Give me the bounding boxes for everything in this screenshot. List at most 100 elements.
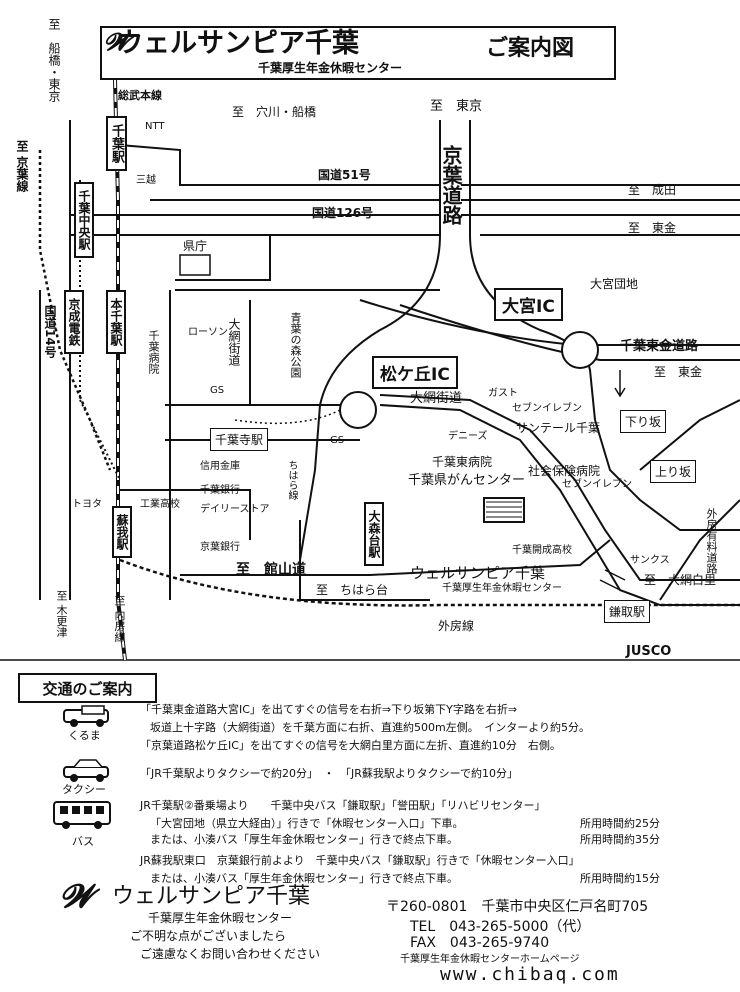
label-to-anagawa: 至 穴川・船橋 xyxy=(232,105,317,119)
page-title: ウェルサンピア千葉 xyxy=(116,28,359,59)
road-east-1 xyxy=(594,419,740,531)
bus-text-4: JR蘇我駅東口 京葉銀行前よより 千葉中央バス「鎌取駅」行きで「休暇センター入口… xyxy=(140,854,580,867)
label-route-126: 国道126号 xyxy=(312,206,374,220)
station-kamatori: 鎌取駅 xyxy=(604,600,651,623)
road-c xyxy=(120,489,251,540)
label-dennys: デニーズ xyxy=(448,431,488,442)
access-header: 交通のご案内 xyxy=(18,673,157,703)
page-title-suffix: ご案内図 xyxy=(486,36,575,61)
logo-mark: 𝓦 xyxy=(104,27,130,56)
taxi-icon xyxy=(63,759,109,782)
bus-time-2: 所用時間約35分 xyxy=(580,833,660,846)
matsugaoka-ic-circle xyxy=(339,391,377,429)
car-icon xyxy=(63,705,109,727)
label-to-funabashi: 至 船橋・東京 xyxy=(47,18,61,102)
station-chiba-chuo: 千葉中央駅 xyxy=(74,182,94,258)
label-daily: デイリーストア xyxy=(200,504,270,515)
label-shakai: 社会保険病院 xyxy=(528,464,601,478)
label-lawson: ローソン xyxy=(188,327,228,338)
label-gast: ガスト xyxy=(488,388,518,399)
bus-text-3: または、小湊バス「厚生年金休暇センター」行きで終点下車。 xyxy=(150,833,458,846)
road-east-3 xyxy=(659,499,740,601)
matsugaoka-ic-label: 松ケ丘IC xyxy=(372,356,458,389)
label-kudarizaka: 下り坂 xyxy=(620,410,667,433)
label-to-chihara: 至 ちはら台 xyxy=(316,583,389,597)
bus-text-2: 「大宮団地（県立大経由）」行きで「休暇センター入口」下車。 xyxy=(150,817,464,830)
car-text-2: 坂道上十字路（大網街道）を千葉方面に右折、直進約500m左側。 インターより約5… xyxy=(150,721,590,734)
title-frame xyxy=(100,26,616,80)
title-center-name: 千葉厚生年金休暇センター xyxy=(258,61,403,75)
footer-fax: FAX 043-265-9740 xyxy=(410,935,550,951)
footer-homepage-label: 千葉厚生年金休暇センターホームページ xyxy=(400,954,580,965)
bus-text-1: JR千葉駅②番乗場より 千葉中央バス「鎌取駅」「誉田駅」「リハビリセンター」 xyxy=(140,799,546,812)
road-south xyxy=(180,539,611,576)
label-sunkus: サンクス xyxy=(630,555,670,566)
keiyo-road-west xyxy=(299,120,441,600)
label-noborizaka: 上り坂 xyxy=(650,460,697,483)
label-jusco: JUSCO xyxy=(626,644,672,659)
label-omiya-kaido-v: 大網街道 xyxy=(227,318,241,366)
label-route-51: 国道51号 xyxy=(318,168,371,182)
label-to-tateyama: 至 館山道 xyxy=(236,562,306,578)
station-chiba: 千葉駅 xyxy=(106,116,127,171)
car-text-1: 「千葉東金道路大宮IC」を出てすぐの信号を右折⇒下り坂第下Y字路を右折⇒ xyxy=(140,703,518,716)
label-school: 千葉開成高校 xyxy=(512,545,572,556)
label-chiba-higashi: 千葉東病院 xyxy=(432,455,493,469)
label-seven-1: セブンイレブン xyxy=(512,403,582,414)
label-welsunpia-sub: 千葉厚生年金休暇センター xyxy=(442,583,562,594)
arrow-diagonal xyxy=(599,569,626,591)
car-label: くるま xyxy=(68,729,101,742)
label-ntt: NTT xyxy=(145,121,165,132)
label-to-narita: 至 成田 xyxy=(628,183,677,197)
label-kogaku: 工業高校 xyxy=(140,499,180,510)
route-51 xyxy=(179,160,740,186)
road-east-2 xyxy=(639,399,740,471)
footer-logo-mark: 𝓦 xyxy=(60,877,94,915)
label-toyota: トヨタ xyxy=(72,499,102,510)
footer-sub: 千葉厚生年金休暇センター xyxy=(148,911,293,925)
label-aobanomori: 青葉の森公園 xyxy=(289,312,302,378)
oami-kaido-b xyxy=(379,394,740,581)
label-cancer-center: 千葉県がんセンター xyxy=(408,473,526,488)
label-to-uchibo: 至 内房線 xyxy=(113,595,126,643)
welsunpia-building-lines xyxy=(486,501,522,518)
keiyo-road-east xyxy=(469,120,596,421)
label-hospital: 千葉病院 xyxy=(147,330,160,374)
kencho-building xyxy=(179,254,211,276)
label-sobu-line: 総武本線 xyxy=(118,89,162,102)
label-to-tokyo: 至 東京 xyxy=(430,99,483,114)
footer-note-2: ご遠慮なくお問い合わせください xyxy=(140,947,321,961)
label-keiyo-line: 至 京葉線 xyxy=(15,140,29,193)
station-chiba-temple: 千葉寺駅 xyxy=(210,428,269,451)
label-welsunpia: ウェルサンピア千葉 xyxy=(410,564,546,582)
omiya-ic-circle xyxy=(561,331,599,369)
road-north-west xyxy=(119,144,181,160)
label-to-togane-2: 至 東金 xyxy=(654,365,703,379)
bus-time-3: 所用時間約15分 xyxy=(580,872,660,885)
footer-url[interactable]: www.chibaq.com xyxy=(440,964,620,985)
label-keisei: 京成電鉄 xyxy=(64,290,84,354)
keiyo-line xyxy=(38,150,112,471)
label-gs-1: GS xyxy=(210,385,225,396)
label-shinkin: 信用金庫 xyxy=(200,461,240,472)
keisei-line xyxy=(79,180,121,481)
taxi-label: タクシー xyxy=(62,783,106,796)
label-santeru: サンテール千葉 xyxy=(516,421,601,435)
label-to-kisarazu: 至 木更津 xyxy=(55,590,68,638)
label-omiya-danchi: 大宮団地 xyxy=(590,277,639,291)
station-omoridai: 大森台駅 xyxy=(364,502,384,566)
footer-name: ウェルサンピア千葉 xyxy=(112,884,311,909)
label-mitsukoshi: 三越 xyxy=(136,175,156,186)
label-route-14: 国道14号 xyxy=(43,305,57,358)
label-soto-boso: 外房有料道路 xyxy=(705,508,718,574)
station-hon-chiba: 本千葉駅 xyxy=(106,290,126,354)
footer-address: 〒260-0801 千葉市中央区仁戸名町705 xyxy=(386,899,649,915)
chihara-line xyxy=(234,409,341,425)
footer-tel: TEL 043-265-5000（代） xyxy=(410,919,591,935)
label-chihara-line: ちはら線 xyxy=(286,460,297,500)
footer-note-1: ご不明な点がございましたら xyxy=(130,929,287,943)
togane-road-top xyxy=(359,299,740,346)
oami-kaido-a xyxy=(379,404,740,606)
label-kencho: 県庁 xyxy=(183,239,208,253)
